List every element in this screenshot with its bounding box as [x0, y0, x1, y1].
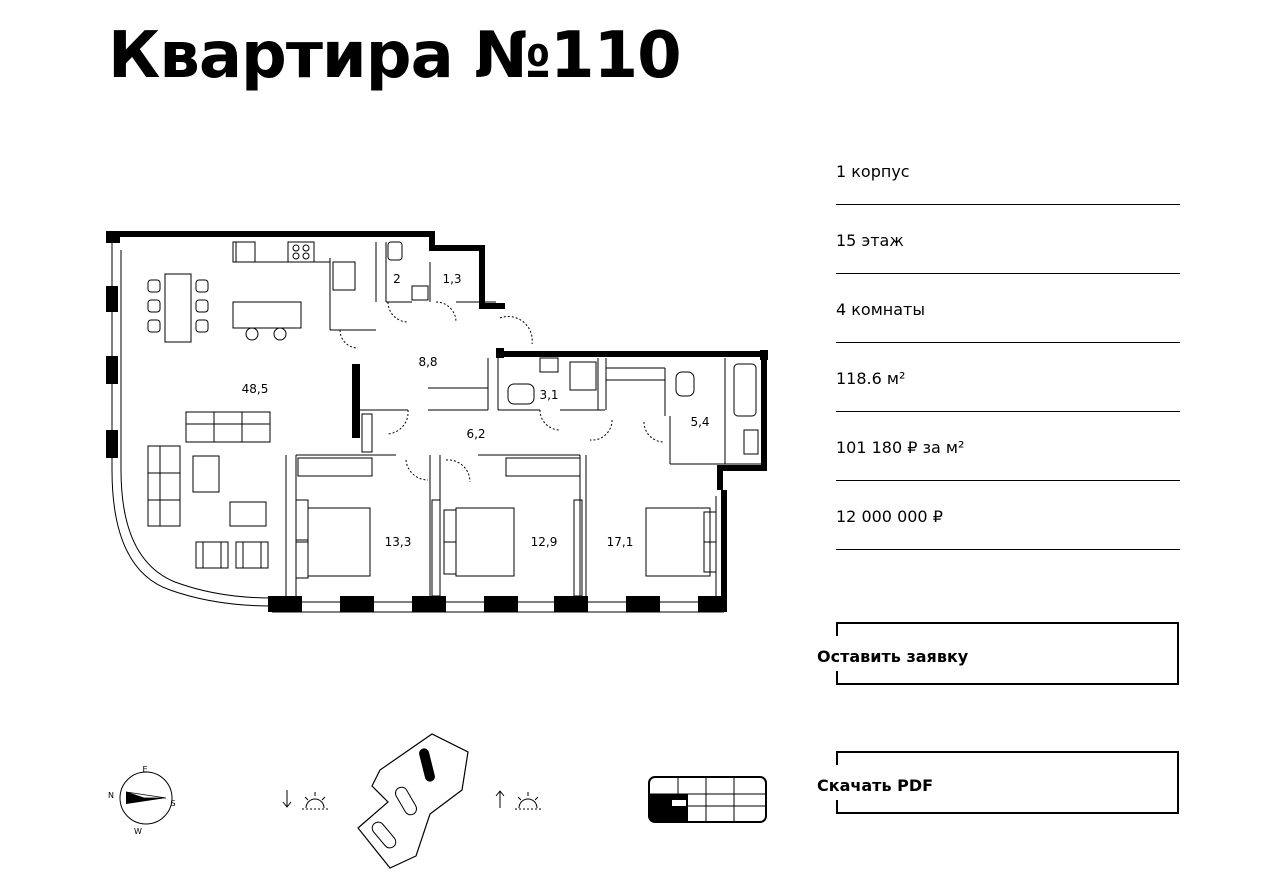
- detail-price-per-m2-text: 101 180 ₽ за м²: [836, 438, 965, 457]
- detail-price: 12 000 000 ₽: [836, 481, 1180, 550]
- area-bathroom-2: 5,4: [690, 415, 709, 429]
- download-pdf-button-label: Скачать PDF: [817, 776, 938, 795]
- detail-floor-text: 15 этаж: [836, 231, 904, 250]
- download-pdf-button[interactable]: Скачать PDF: [817, 751, 1179, 814]
- area-corridor: 6,2: [466, 427, 485, 441]
- compass-e: E: [142, 765, 147, 774]
- sunrise-icon: [495, 790, 541, 810]
- floor-selector-icon[interactable]: [648, 776, 768, 824]
- compass-icon: E N S W: [108, 765, 176, 836]
- detail-price-text: 12 000 000 ₽: [836, 507, 943, 526]
- compass-s: S: [170, 799, 175, 808]
- apartment-details: 1 корпус 15 этаж 4 комнаты 118.6 м² 101 …: [836, 136, 1180, 550]
- compass-n: N: [108, 791, 114, 800]
- detail-area: 118.6 м²: [836, 343, 1180, 412]
- floor-plan: 48,5 2 1,3 8,8 3,1 6,2 5,4 13,3 12,9 17,…: [106, 231, 768, 613]
- detail-price-per-m2: 101 180 ₽ за м²: [836, 412, 1180, 481]
- site-plan-icon: [357, 733, 469, 869]
- sunset-icon: [282, 790, 328, 810]
- area-bedroom-3: 17,1: [607, 535, 634, 549]
- detail-building-text: 1 корпус: [836, 162, 910, 181]
- area-wc-small: 2: [393, 272, 401, 286]
- area-bedroom-1: 13,3: [385, 535, 412, 549]
- area-living: 48,5: [242, 382, 269, 396]
- area-bathroom-1: 3,1: [539, 388, 558, 402]
- area-storage: 1,3: [442, 272, 461, 286]
- area-hall: 8,8: [418, 355, 437, 369]
- detail-area-text: 118.6 м²: [836, 369, 906, 388]
- request-button[interactable]: Оставить заявку: [817, 622, 1179, 685]
- area-bedroom-2: 12,9: [531, 535, 558, 549]
- detail-rooms: 4 комнаты: [836, 274, 1180, 343]
- compass-w: W: [134, 827, 142, 836]
- detail-rooms-text: 4 комнаты: [836, 300, 926, 319]
- page-title: Квартира №110: [108, 19, 682, 93]
- detail-building: 1 корпус: [836, 136, 1180, 205]
- detail-floor: 15 этаж: [836, 205, 1180, 274]
- request-button-label: Оставить заявку: [817, 647, 973, 666]
